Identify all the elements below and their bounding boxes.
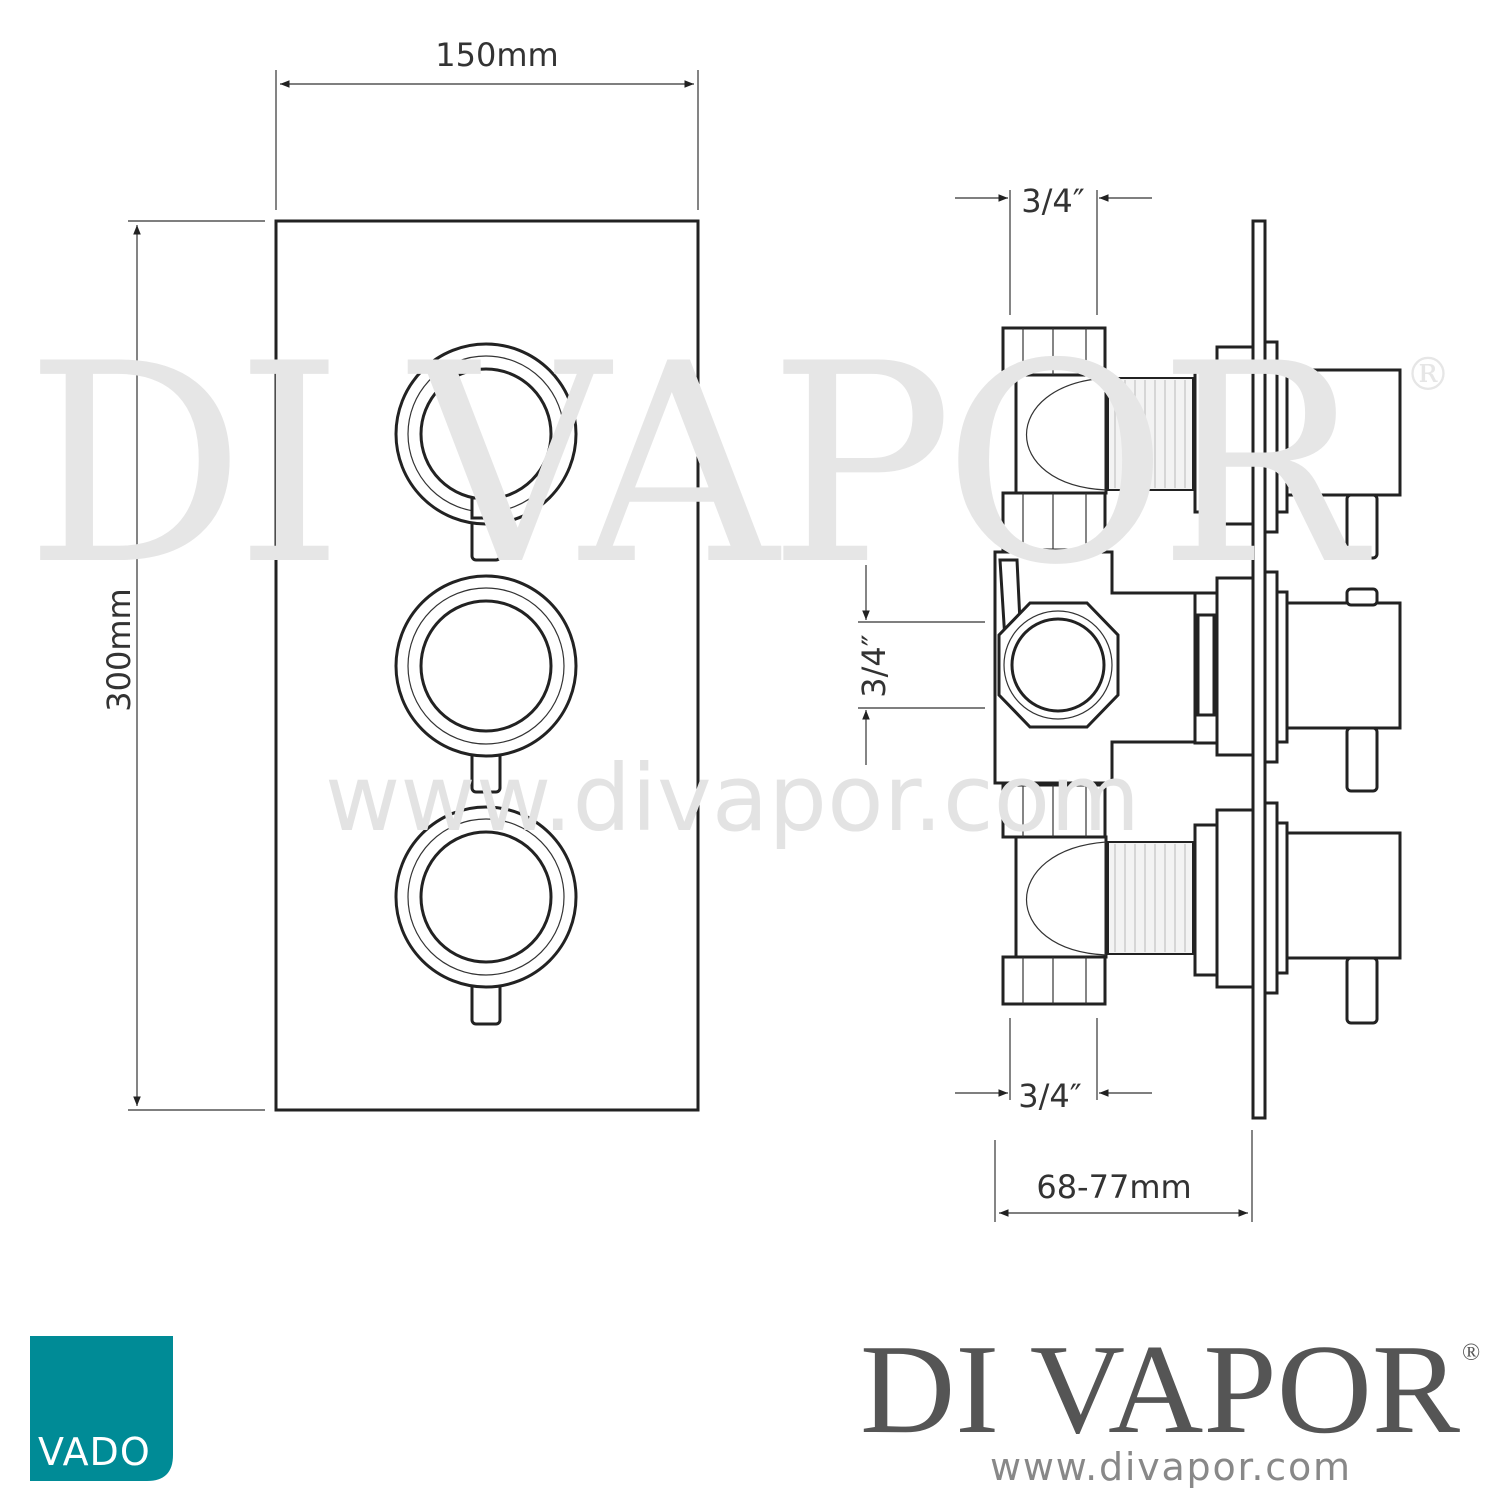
watermark-registered: ® [1405,347,1451,401]
faceplate [274,219,700,1112]
divapor-logo: DI VAPOR ® www.divapor.com [860,1318,1480,1489]
side-view: 3/4″ 3/4″ 3/4″ 68-77mm [855,182,1402,1222]
front-view: 150mm 300mm [100,36,700,1112]
knob-top [394,342,578,562]
height-label: 300mm [100,588,138,711]
watermark-brand: DI VAPOR [25,305,1373,625]
depth-label: 68-77mm [1036,1168,1191,1206]
watermark: DI VAPOR ® www.divapor.com [25,305,1451,852]
valve-bottom [1001,783,1402,1025]
footer-registered: ® [1462,1340,1480,1366]
watermark-url: www.divapor.com [325,745,1140,852]
valve-middle [993,550,1402,793]
middle-outlet-label: 3/4″ [855,634,893,698]
vado-logo: VADO [30,1336,173,1481]
footer-brand: DI VAPOR [860,1318,1461,1460]
knob-middle [394,574,578,794]
vado-logo-text: VADO [38,1430,151,1474]
bottom-inlet-label: 3/4″ [1018,1077,1082,1115]
width-label: 150mm [435,36,558,74]
knob-bottom [394,805,578,1026]
valve-top [1001,326,1402,560]
top-inlet-label: 3/4″ [1021,182,1085,220]
footer-url: www.divapor.com [990,1445,1350,1489]
